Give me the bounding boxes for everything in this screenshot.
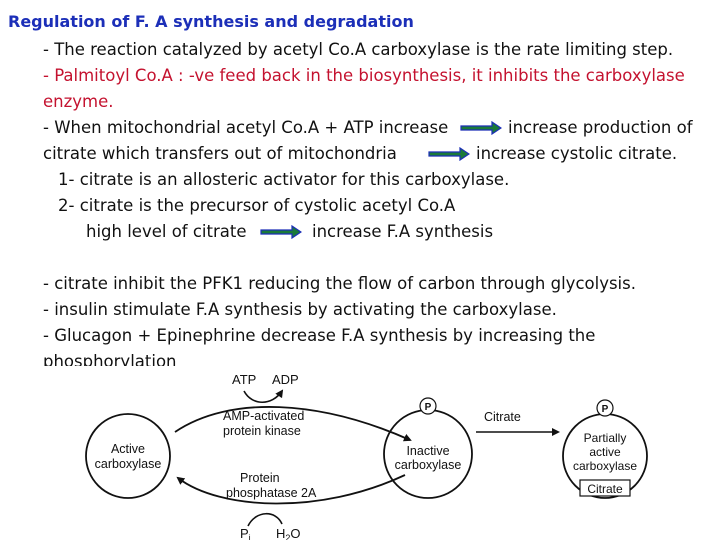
pi-label: Pi	[240, 526, 251, 540]
text-line-5b: increase cystolic citrate.	[476, 144, 678, 163]
text-line-9: - citrate inhibit the PFK1 reducing the …	[43, 274, 636, 293]
arrow-right-icon	[428, 147, 470, 161]
arrow-right-icon	[460, 121, 502, 135]
phosphate-label: P	[425, 402, 432, 413]
arrow-right-icon	[260, 225, 302, 239]
pi-label-sub: i	[249, 533, 251, 540]
partially-active-line-1: Partially	[584, 431, 627, 445]
text-line-2: - Palmitoyl Co.A : -ve feed back in the …	[43, 66, 685, 86]
h2o-label-sub: 2	[285, 533, 290, 540]
phosphatase-reaction-arc	[176, 474, 406, 505]
slide-title: Regulation of F. A synthesis and degrada…	[8, 12, 414, 31]
text-line-2a: - Palmitoyl Co.A : -ve feed back in the …	[43, 66, 472, 85]
text-line-6: 1- citrate is an allosteric activator fo…	[58, 170, 510, 189]
partially-active-line-2: active	[589, 445, 621, 459]
ampk-label-line-2: protein kinase	[223, 424, 301, 438]
h2o-label: H2O	[276, 526, 301, 540]
atp-label: ATP	[232, 372, 256, 387]
text-line-3: enzyme.	[43, 92, 114, 111]
text-line-12: phosphorylation	[43, 352, 177, 366]
ampk-label-line-1: AMP-activated	[223, 409, 304, 423]
phosphate-label-2: P	[602, 404, 609, 415]
active-carboxylase-line-1: Active	[111, 442, 145, 456]
text-line-10: - insulin stimulate F.A synthesis by act…	[43, 300, 557, 319]
text-line-4b: increase production of	[508, 118, 693, 137]
text-line-8a: high level of citrate	[86, 222, 247, 241]
text-line-8b: increase F.A synthesis	[312, 222, 494, 241]
citrate-label: Citrate	[484, 410, 521, 424]
text-line-4a: - When mitochondrial acetyl Co.A + ATP i…	[43, 118, 449, 137]
pi-label-p: P	[240, 526, 249, 540]
text-line-2b: it inhibits the carboxylase	[471, 66, 685, 85]
inactive-carboxylase-line-1: Inactive	[406, 444, 449, 458]
h2o-label-h: H	[276, 526, 285, 540]
pi-h2o-arc	[247, 512, 283, 527]
citrate-bound-box	[579, 479, 631, 497]
text-line-7: 2- citrate is the precursor of cystolic …	[58, 196, 456, 215]
phosphate-icon	[596, 399, 614, 417]
partially-active-line-3: carboxylase	[573, 459, 637, 473]
active-carboxylase-circle	[85, 413, 171, 499]
text-line-1: - The reaction catalyzed by acetyl Co.A …	[43, 40, 674, 59]
kinase-reaction-arc	[174, 406, 412, 442]
active-carboxylase-line-2: carboxylase	[95, 457, 162, 471]
inactive-carboxylase-line-2: carboxylase	[395, 458, 462, 472]
text-line-5a: citrate which transfers out of mitochond…	[43, 144, 397, 163]
adp-label: ADP	[272, 372, 299, 387]
text-line-11: - Glucagon + Epinephrine decrease F.A sy…	[43, 326, 596, 345]
pp2a-label-line-2: phosphatase 2A	[226, 486, 317, 500]
citrate-bound-label: Citrate	[587, 482, 623, 496]
phosphate-icon	[419, 397, 437, 415]
atp-adp-arc	[243, 389, 284, 404]
pp2a-label-line-1: Protein	[240, 471, 280, 485]
h2o-label-o: O	[290, 526, 300, 540]
